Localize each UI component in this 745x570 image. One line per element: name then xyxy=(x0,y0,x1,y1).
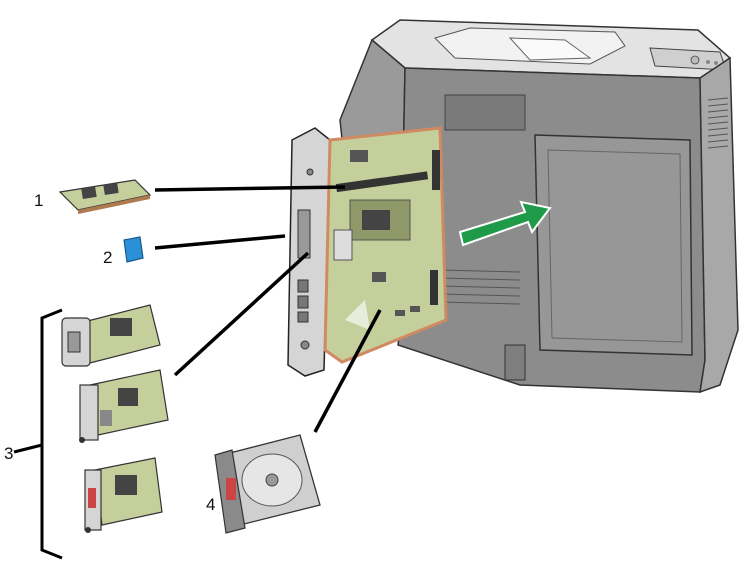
connector xyxy=(430,270,438,305)
connector xyxy=(432,150,440,190)
chip xyxy=(372,272,386,282)
sd-slot xyxy=(333,229,353,261)
callout-2: 2 xyxy=(103,248,113,267)
leader-line-2 xyxy=(154,234,286,250)
interface-board-2 xyxy=(79,369,169,443)
paper-tray-edge xyxy=(504,344,526,381)
connector xyxy=(350,150,368,162)
rear-cover xyxy=(534,134,693,356)
panel-button xyxy=(706,60,710,64)
rear-slot xyxy=(444,94,526,131)
callout-4: 4 xyxy=(206,495,216,514)
interface-board-3 xyxy=(84,457,163,533)
callout-3: 3 xyxy=(4,444,14,463)
leader-line-4 xyxy=(313,309,382,433)
panel-button xyxy=(690,55,700,65)
interface-board-1 xyxy=(61,304,161,367)
printer-right-side xyxy=(699,56,739,394)
parallel-port xyxy=(297,209,311,259)
rear-vent xyxy=(439,269,521,305)
screw xyxy=(306,168,314,176)
paper-stopper xyxy=(508,37,592,61)
leader-line-1 xyxy=(154,185,346,192)
callout-1: 1 xyxy=(34,191,44,210)
port-small xyxy=(297,311,309,323)
hard-disk-drive xyxy=(214,434,321,534)
chip xyxy=(410,306,420,312)
board-trace xyxy=(345,300,370,330)
side-vent xyxy=(707,97,729,149)
bracket-3 xyxy=(13,308,63,560)
usb-port xyxy=(297,279,309,293)
controller-board xyxy=(287,126,448,377)
rear-cover-inner xyxy=(547,149,683,343)
chip-core xyxy=(362,210,390,230)
screw xyxy=(300,340,310,350)
ethernet-port xyxy=(297,295,309,309)
memory-module xyxy=(58,179,152,214)
leader-line-3 xyxy=(173,251,310,377)
leader-lines xyxy=(154,185,382,433)
control-panel xyxy=(649,47,727,71)
sd-card xyxy=(123,236,144,263)
panel-button xyxy=(714,61,718,65)
dimm-slot xyxy=(335,171,429,193)
chip xyxy=(395,310,405,316)
insert-direction-arrow-icon xyxy=(458,200,552,247)
